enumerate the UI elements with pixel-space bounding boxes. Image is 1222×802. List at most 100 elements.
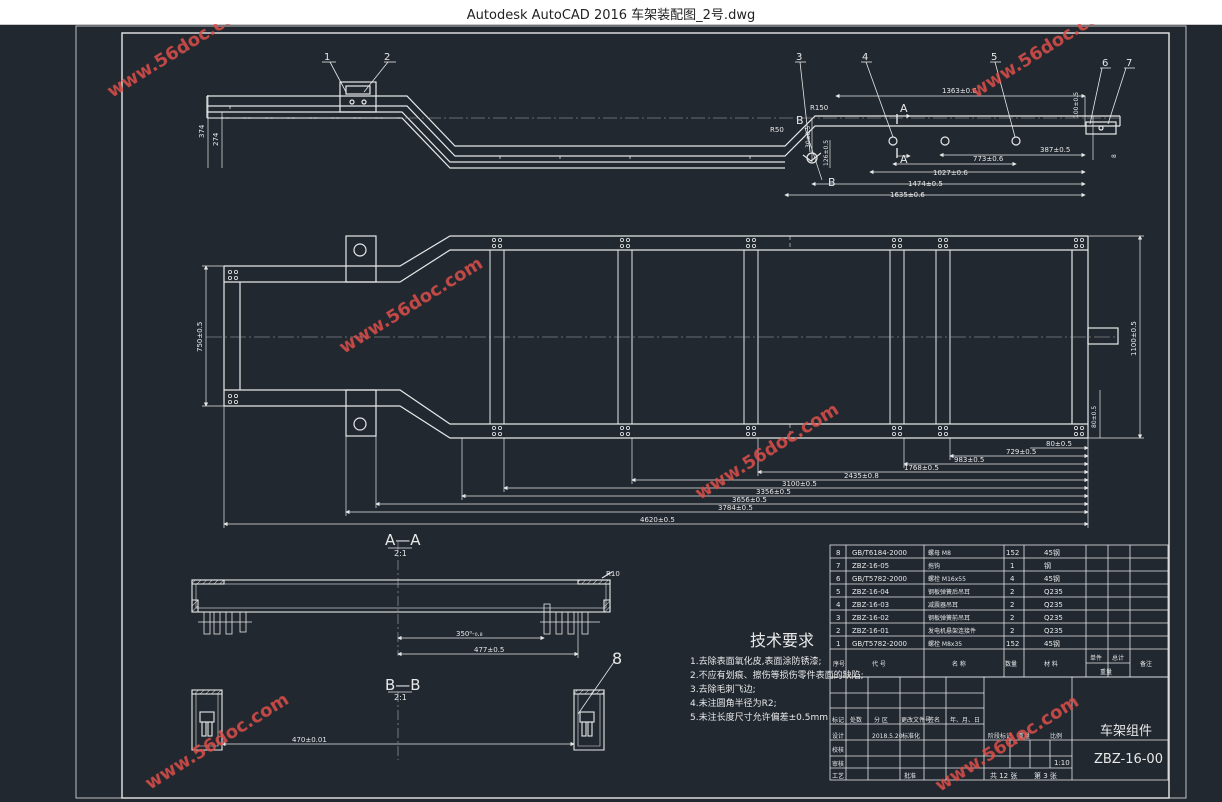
section-mark-a-bottom: A (900, 153, 908, 166)
side-view-dimensions (207, 93, 1094, 198)
dim-983: 983±0.5 (954, 456, 984, 464)
dim-729: 729±0.5 (1006, 448, 1036, 456)
svg-text:标记: 标记 (832, 716, 844, 724)
svg-text:钢板弹簧前吊耳: 钢板弹簧前吊耳 (928, 614, 970, 622)
section-aa (191, 542, 613, 656)
svg-text:Q235: Q235 (1044, 627, 1063, 635)
tech-req-item-4: 4.未注圆角半径为R2; (690, 697, 777, 709)
side-view-labels: 1363±0.6 100±0.5 387±0.5 773±0.6 1027±0.… (198, 87, 1118, 199)
dim-1363: 1363±0.6 (942, 87, 977, 95)
svg-text:ZBZ-16-05: ZBZ-16-05 (852, 562, 889, 570)
dim-3100: 3100±0.5 (782, 480, 817, 488)
svg-text:2018.5.20: 2018.5.20 (872, 733, 903, 740)
svg-text:钢: 钢 (1044, 561, 1051, 570)
plan-view (206, 235, 1119, 439)
svg-text:1: 1 (1010, 562, 1014, 570)
svg-text:材 料: 材 料 (1044, 660, 1058, 668)
svg-text:校核: 校核 (832, 746, 844, 754)
radius-r50: R50 (770, 126, 784, 134)
svg-text:4: 4 (836, 601, 841, 609)
svg-text:GB/T5782-2000: GB/T5782-2000 (852, 640, 907, 648)
sheet-count: 共 12 张 (990, 771, 1017, 780)
dim-126: 126±0.5 (823, 140, 830, 166)
svg-text:备注: 备注 (1140, 660, 1152, 668)
svg-text:8: 8 (836, 549, 840, 557)
radius-r10: R10 (606, 570, 620, 578)
part-name: 车架组件 (1100, 723, 1152, 739)
section-aa-labels: A—A 2:1 350⁰-₀.₈ 477±0.5 R10 (385, 531, 620, 654)
balloon-4: 4 (862, 52, 868, 63)
tech-req-item-2: 2.不应有划痕、擦伤等损伤零件表面的缺陷; (690, 669, 864, 681)
balloon-5: 5 (991, 52, 997, 63)
svg-text:GB/T6184-2000: GB/T6184-2000 (852, 549, 907, 557)
svg-text:重量: 重量 (1100, 668, 1112, 676)
svg-text:更改文件号: 更改文件号 (901, 716, 931, 724)
title-block-text: 车架组件 ZBZ-16-00 1:10 共 12 张 第 3 张 标记 处数 分… (832, 716, 1163, 780)
svg-text:重量: 重量 (1018, 732, 1030, 740)
dim-2435: 2435±0.8 (844, 472, 879, 480)
dim-100: 100±0.5 (1073, 92, 1080, 118)
section-mark-b-bottom: B (828, 176, 836, 189)
svg-text:螺母 M8: 螺母 M8 (928, 549, 951, 557)
section-aa-dimensions (397, 612, 579, 658)
svg-text:发电机悬架连接件: 发电机悬架连接件 (928, 627, 976, 635)
svg-text:5: 5 (836, 588, 840, 596)
svg-text:设计: 设计 (832, 732, 844, 740)
svg-text:名 称: 名 称 (952, 660, 966, 668)
tech-req-title: 技术要求 (750, 631, 814, 650)
dim-1100: 1100±0.5 (1130, 321, 1138, 356)
sheet-frame (75, 25, 1187, 799)
drawing-number: ZBZ-16-00 (1094, 752, 1163, 767)
svg-text:GB/T5782-2000: GB/T5782-2000 (852, 575, 907, 583)
dim-477: 477±0.5 (474, 646, 504, 654)
svg-text:处数: 处数 (850, 716, 862, 724)
svg-text:工艺: 工艺 (832, 772, 844, 780)
watermarks: www.56doc.com www.56doc.com www.56doc.co… (104, 24, 1119, 796)
dim-374: 374 (198, 124, 206, 138)
svg-text:Q235: Q235 (1044, 588, 1063, 596)
svg-text:比例: 比例 (1050, 732, 1062, 740)
sheet-number: 第 3 张 (1034, 771, 1057, 780)
svg-text:2: 2 (1010, 614, 1014, 622)
dim-274: 274 (212, 132, 220, 146)
section-aa-title: A—A (385, 531, 421, 549)
svg-text:分 区: 分 区 (874, 716, 888, 724)
dim-1635: 1635±0.6 (890, 191, 925, 199)
svg-text:螺栓 M16x55: 螺栓 M16x55 (928, 575, 966, 583)
dim-773: 773±0.6 (973, 155, 1004, 163)
drawing-canvas[interactable]: 1363±0.6 100±0.5 387±0.5 773±0.6 1027±0.… (0, 24, 1222, 802)
svg-text:ZBZ-16-02: ZBZ-16-02 (852, 614, 889, 622)
dim-470: 470±0.01 (292, 736, 327, 744)
svg-text:ZBZ-16-04: ZBZ-16-04 (852, 588, 890, 596)
section-bb-labels: B—B 2:1 470±0.01 8 (292, 649, 622, 744)
dim-350: 350⁰-₀.₈ (456, 630, 483, 638)
svg-text:1: 1 (836, 640, 840, 648)
dim-1768: 1768±0.5 (904, 464, 939, 472)
svg-text:Q235: Q235 (1044, 601, 1063, 609)
svg-text:4: 4 (1010, 575, 1015, 583)
svg-text:年、月、日: 年、月、日 (950, 716, 980, 724)
svg-text:152: 152 (1006, 549, 1019, 557)
dim-80-vert: 80±0.5 (1091, 406, 1098, 428)
balloon-6: 6 (1102, 58, 1108, 69)
window-titlebar: Autodesk AutoCAD 2016 车架装配图_2号.dwg (0, 0, 1222, 25)
svg-text:ZBZ-16-01: ZBZ-16-01 (852, 627, 889, 635)
scale-value: 1:10 (1054, 759, 1070, 767)
svg-text:152: 152 (1006, 640, 1019, 648)
dim-3356: 3356±0.5 (756, 488, 791, 496)
title-block (829, 676, 1169, 781)
section-bb (191, 661, 615, 760)
dim-1474: 1474±0.5 (908, 180, 943, 188)
svg-text:阶段标记: 阶段标记 (988, 732, 1012, 740)
watermark-6: www.56doc.com (932, 691, 1083, 796)
svg-text:序号: 序号 (833, 660, 845, 668)
svg-text:3: 3 (836, 614, 840, 622)
svg-text:单件: 单件 (1090, 654, 1102, 662)
svg-text:2: 2 (1010, 601, 1014, 609)
